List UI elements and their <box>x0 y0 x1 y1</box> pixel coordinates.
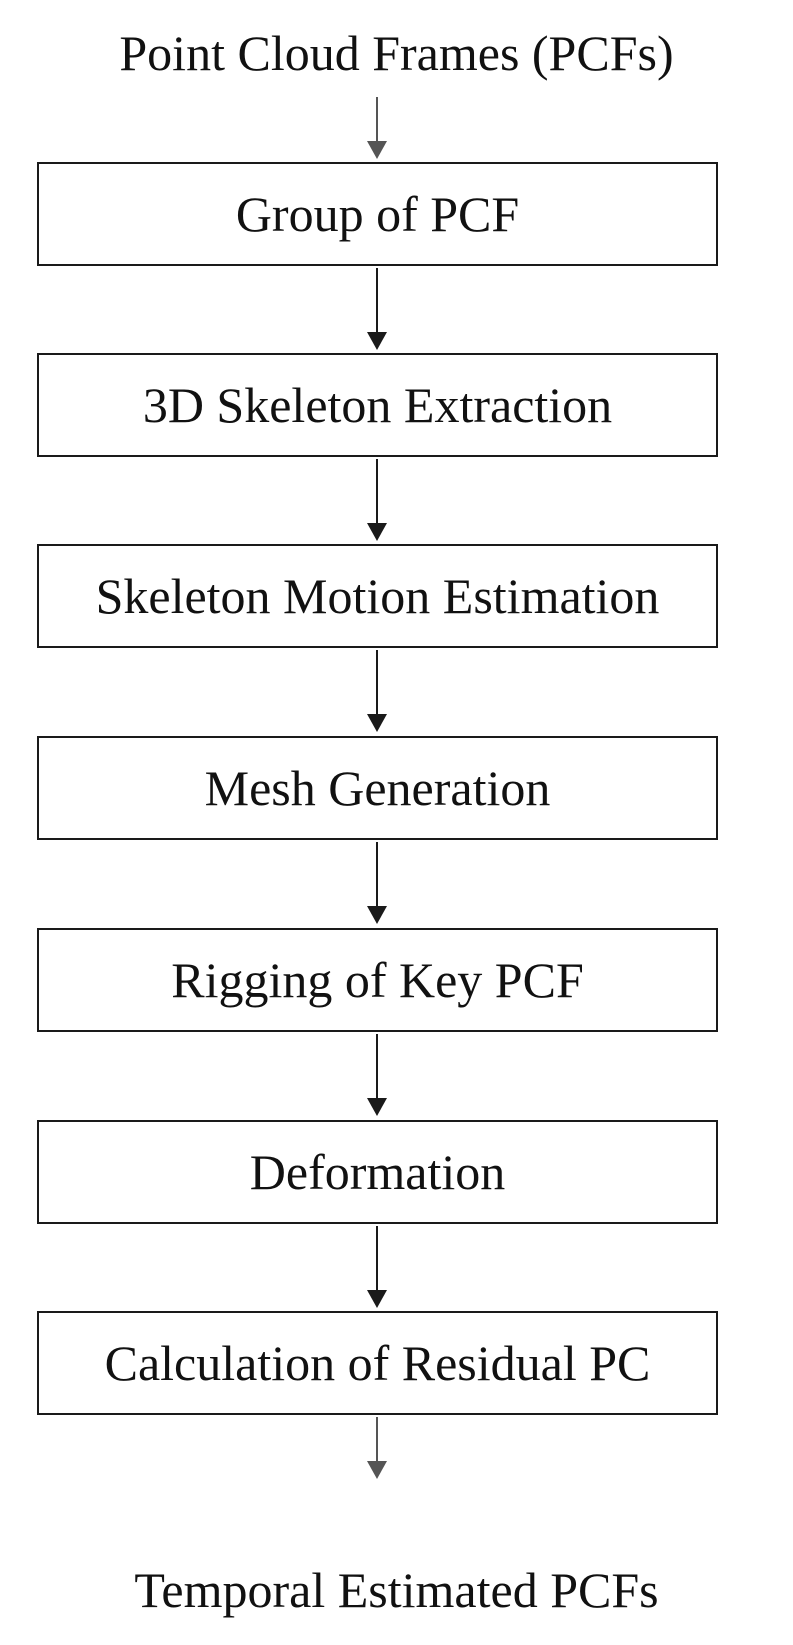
arrow-step-4-to-step-5 <box>367 842 387 924</box>
step-label: Deformation <box>249 1144 506 1200</box>
step-label: Group of PCF <box>235 186 520 242</box>
arrow-step-7-to-output <box>367 1417 387 1479</box>
step-box-calculation-of-residual-pc: Calculation of Residual PC <box>37 1311 718 1415</box>
step-label: 3D Skeleton Extraction <box>142 377 613 433</box>
step-label: Rigging of Key PCF <box>171 952 584 1008</box>
step-box-skeleton-motion-estimation: Skeleton Motion Estimation <box>37 544 718 648</box>
step-box-group-of-pcf: Group of PCF <box>37 162 718 266</box>
step-label: Calculation of Residual PC <box>104 1335 651 1391</box>
arrow-input-to-step-1 <box>367 97 387 159</box>
input-label: Point Cloud Frames (PCFs) <box>119 25 674 81</box>
step-label: Skeleton Motion Estimation <box>95 568 660 624</box>
step-label: Mesh Generation <box>204 760 551 816</box>
arrow-step-3-to-step-4 <box>367 650 387 732</box>
arrow-step-2-to-step-3 <box>367 459 387 541</box>
arrow-step-1-to-step-2 <box>367 268 387 350</box>
arrow-step-6-to-step-7 <box>367 1226 387 1308</box>
step-box-deformation: Deformation <box>37 1120 718 1224</box>
step-box-3d-skeleton-extraction: 3D Skeleton Extraction <box>37 353 718 457</box>
arrow-step-5-to-step-6 <box>367 1034 387 1116</box>
output-label: Temporal Estimated PCFs <box>134 1562 659 1618</box>
step-box-mesh-generation: Mesh Generation <box>37 736 718 840</box>
step-box-rigging-of-key-pcf: Rigging of Key PCF <box>37 928 718 1032</box>
